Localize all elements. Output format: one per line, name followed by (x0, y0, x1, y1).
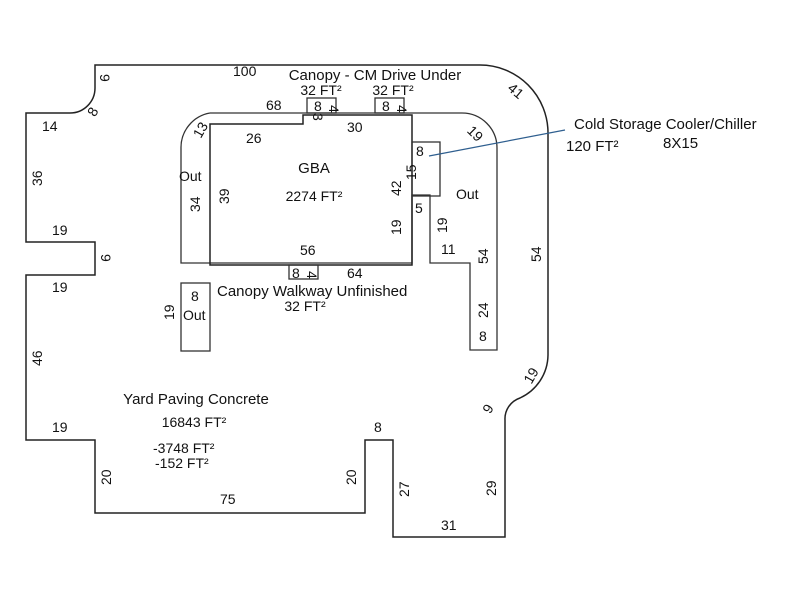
cold-storage-area: 120 FT² (566, 138, 619, 155)
dim: 9 (98, 254, 114, 262)
dim: 8 (84, 104, 102, 119)
dim: 29 (483, 480, 499, 496)
canopy-drive-area-1: 32 FT² (300, 82, 342, 98)
gba-area: 2274 FT² (286, 188, 343, 204)
dim: 3 (310, 113, 326, 121)
dim: 27 (396, 481, 412, 497)
yard-deduct-2: -152 FT² (155, 455, 209, 471)
canopy-box-1-h: 4 (326, 105, 342, 113)
cold-storage-size: 8X15 (663, 135, 698, 152)
out-small-box (180, 282, 211, 352)
dim: 14 (42, 118, 58, 134)
dim: 39 (216, 188, 232, 204)
dim: 19 (52, 279, 68, 295)
yard-label: Yard Paving Concrete (123, 391, 269, 408)
gba-label: GBA (298, 160, 330, 177)
dim: 19 (52, 419, 68, 435)
dim: 19 (464, 122, 486, 144)
canopy-walkway-area: 32 FT² (284, 298, 326, 314)
dim: 75 (220, 491, 236, 507)
dim: 100 (233, 63, 257, 79)
out-small-w: 8 (191, 288, 199, 304)
dim: 56 (300, 242, 316, 258)
yard-area: 16843 FT² (162, 414, 227, 430)
canopy-box-1 (306, 97, 337, 114)
canopy-walkway-box (288, 264, 319, 280)
out-small-h: 19 (161, 304, 177, 320)
dim: 19 (52, 222, 68, 238)
gba-building (209, 114, 413, 266)
dim: 64 (347, 265, 363, 281)
dim: 30 (347, 119, 363, 135)
canopy-box-2-w: 8 (382, 98, 390, 114)
cold-storage-label: Cold Storage Cooler/Chiller (574, 116, 757, 133)
dim: 8 (374, 419, 382, 435)
canopy-walkway-label: Canopy Walkway Unfinished (217, 283, 407, 300)
dim: 19 (434, 217, 450, 233)
out-left-label: Out (179, 168, 202, 184)
dim: 31 (441, 517, 457, 533)
canopy-walkway-h: 4 (304, 271, 320, 279)
dim: 20 (98, 469, 114, 485)
dim: 11 (441, 241, 456, 257)
out-small-label: Out (183, 307, 206, 323)
yard-boundary (25, 64, 549, 538)
dim: 36 (29, 170, 45, 186)
dim: 42 (388, 180, 404, 196)
out-right-label: Out (456, 186, 479, 202)
canopy-drive-area-2: 32 FT² (372, 82, 414, 98)
dim: 24 (475, 302, 491, 318)
dim: 46 (29, 350, 45, 366)
dim: 26 (246, 130, 262, 146)
dim: 34 (187, 196, 203, 212)
canopy-box-2 (374, 97, 405, 114)
dim: 54 (475, 248, 491, 264)
inner-out-outline (180, 112, 498, 351)
canopy-drive-label: Canopy - CM Drive Under (289, 67, 462, 84)
dim: 68 (266, 97, 282, 113)
yard-deduct-1: -3748 FT² (153, 440, 215, 456)
dim: 19 (388, 219, 404, 235)
cold-storage-h: 15 (403, 164, 419, 180)
dim: 5 (415, 200, 423, 216)
dim: 41 (505, 80, 527, 102)
dim: 9 (479, 401, 497, 416)
dim: 13 (189, 119, 211, 141)
canopy-box-1-w: 8 (314, 98, 322, 114)
canopy-walkway-w: 8 (292, 265, 300, 281)
cold-storage-callout (428, 129, 566, 157)
cold-storage-w: 8 (416, 143, 424, 159)
dim: 54 (528, 246, 544, 262)
dim: 9 (97, 74, 113, 82)
dim: 19 (520, 365, 542, 387)
dim: 8 (479, 328, 487, 344)
dim: 20 (343, 469, 359, 485)
canopy-box-2-h: 4 (394, 105, 410, 113)
cold-storage-box (411, 141, 441, 197)
